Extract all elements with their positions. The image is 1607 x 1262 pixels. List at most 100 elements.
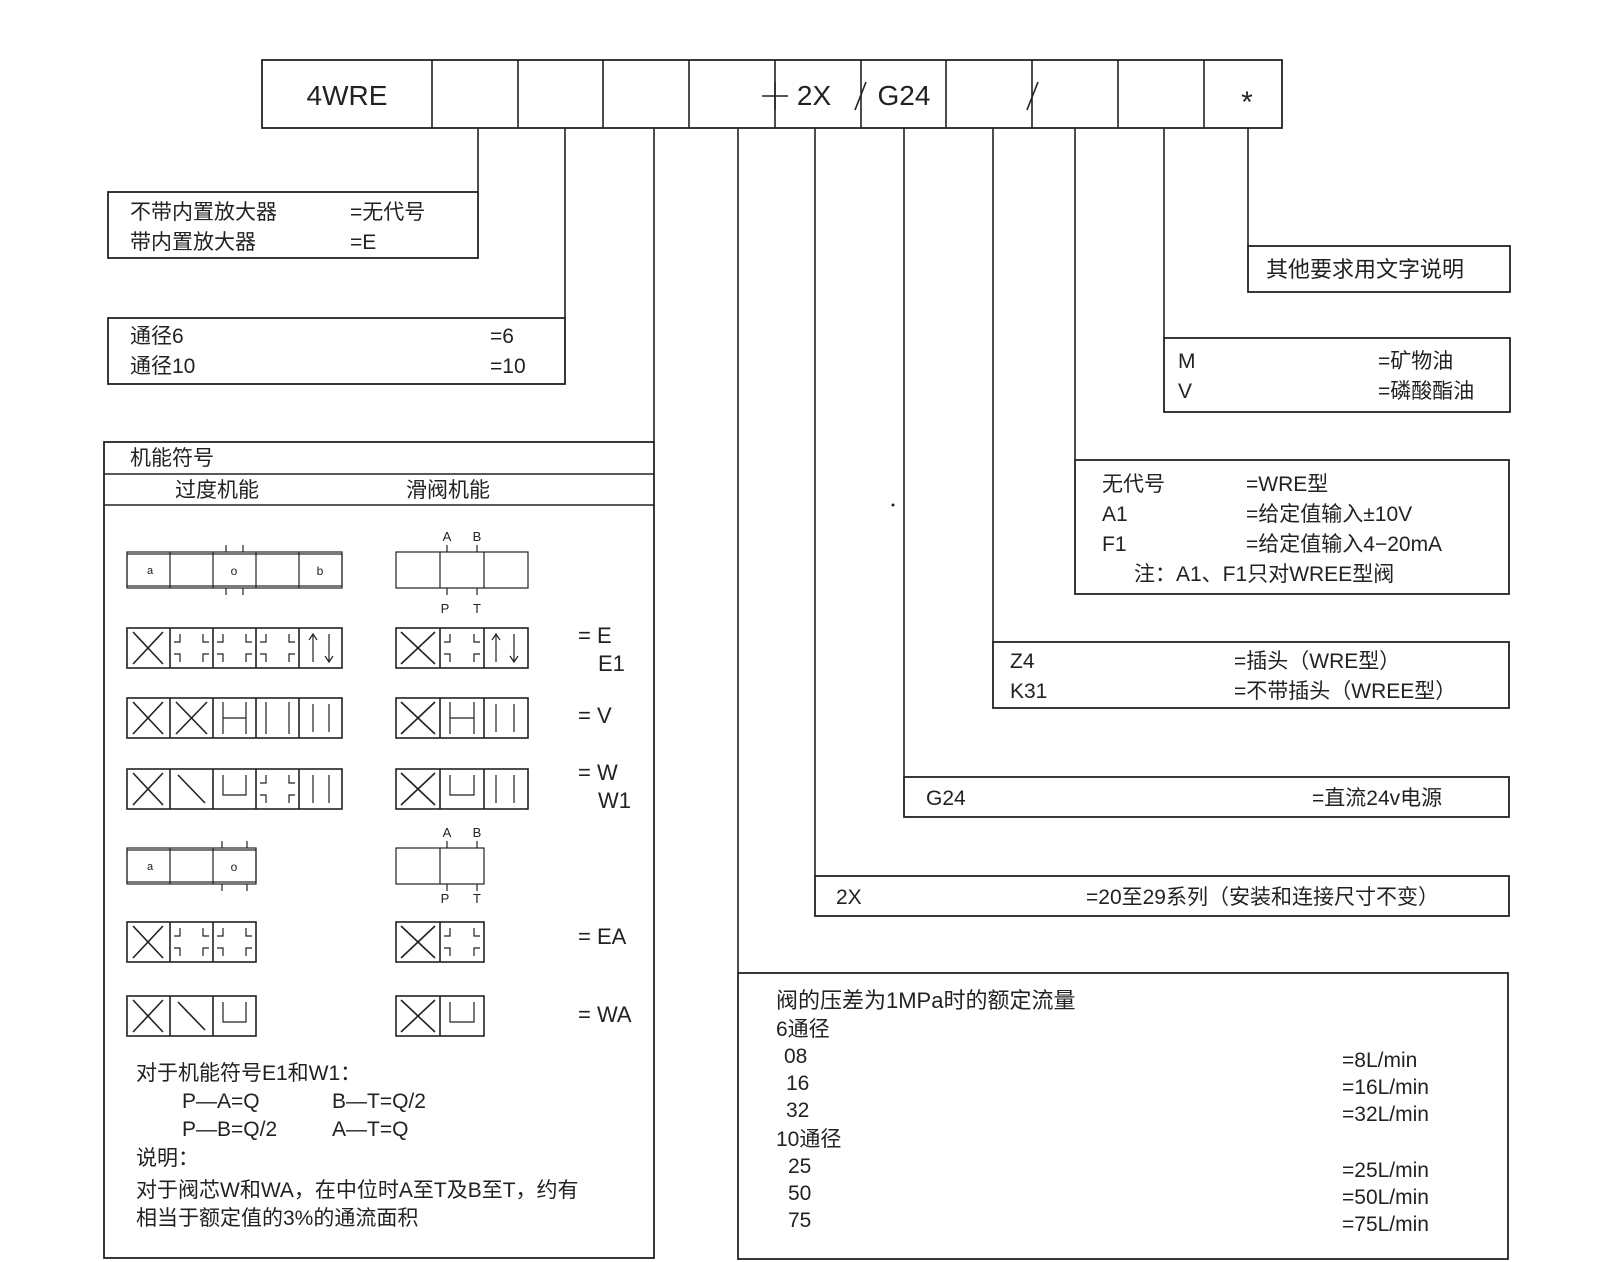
transition-frame [126,768,343,810]
throttle-connect [449,1002,475,1023]
port-label-a: A [443,529,452,544]
arrow-head [491,632,519,664]
input-value-1: =给定值输入±10V [1246,503,1412,526]
solenoid-symbol-2pos: a o [126,841,257,891]
cross-line [400,631,436,665]
throttle-connect [449,775,475,796]
power-value: =直流24v电源 [1312,787,1442,810]
plug-label-1: K31 [1010,680,1047,703]
fluid-value-0: =矿物油 [1378,350,1453,373]
port-label-p: P [441,891,450,906]
symbol-row-label-2: E1 [598,651,625,676]
symbols-note-2: B—T=Q/2 [332,1090,426,1113]
symbol-row-label-1: = EA [578,924,627,949]
input-box: 无代号 =WRE型 A1 =给定值输入±10V F1 =给定值输入4−20mA … [1074,459,1510,595]
spool-symbol-2pos: A B P T [395,825,485,906]
transition-frame [126,995,257,1037]
size-box: 通径6 =6 通径10 =10 [107,317,566,385]
sol-label-o: o [231,860,238,874]
spool-frame [395,551,529,589]
cross-line [400,999,436,1033]
leader-lines [477,128,1249,973]
cross-line [132,772,164,806]
symbols-note-4: A—T=Q [332,1118,408,1141]
throttle-connect [222,775,247,796]
input-note: 注：A1、F1只对WREE型阀 [1134,563,1394,586]
code-bar: 4WRE 2X G24 * [261,59,1283,129]
symbol-row-label-2: W1 [598,788,631,813]
blocked-port [260,775,295,803]
fluid-label-0: M [1178,350,1196,373]
blocked-port [444,634,480,662]
solenoid-inner [126,553,343,587]
symbols-note-7: 相当于额定值的3%的通流面积 [136,1207,418,1230]
cross-line [400,772,436,806]
code-cell-power: G24 [878,80,931,111]
spool-frame [395,627,529,669]
symbol-row-label-1: = WA [578,1002,632,1027]
amplifier-value-1: =E [350,231,376,254]
transition-frame [126,627,343,669]
fluid-label-1: V [1178,380,1192,403]
cross-line [132,631,164,665]
flow-box: 阀的压差为1MPa时的额定流量 6通径 08 =8L/min 16 =16L/m… [737,972,1509,1260]
blocked-port [174,634,209,662]
transition-frame [126,697,343,739]
power-box: G24 =直流24v电源 [903,776,1510,818]
symbols-box: 机能符号 过度机能 滑阀机能 a o b A [103,441,655,1259]
other-box: 其他要求用文字说明 [1247,245,1511,293]
size-value-0: =6 [490,325,514,348]
symbol-row-label-1: = E [578,623,612,648]
flow-value-1-2: =75L/min [1342,1213,1429,1236]
port-label-b: B [473,825,482,840]
blocked-port [217,928,252,956]
code-cell-other: * [1241,86,1253,119]
size-value-1: =10 [490,355,526,378]
blocked-port [444,928,480,956]
partial-connect [222,702,247,734]
code-slash [854,81,867,111]
amplifier-label-1: 带内置放大器 [130,231,256,254]
spool-frame [395,697,529,739]
sol-label-b: b [317,564,324,578]
amplifier-box-frame [107,191,479,259]
series-box-frame [814,875,1510,917]
cross-line [132,999,164,1033]
input-box-frame [1074,459,1510,595]
flow-value-0-0: =8L/min [1342,1049,1417,1072]
symbols-note-0: 对于机能符号E1和W1： [136,1062,361,1085]
symbols-note-1: P—A=Q [182,1090,260,1113]
amplifier-value-0: =无代号 [350,201,425,224]
flow-code-0-1: 16 [786,1072,809,1095]
plug-value-0: =插头（WRE型） [1234,650,1400,673]
symbols-col-spool: 滑阀机能 [406,479,490,502]
input-label-1: A1 [1102,503,1128,526]
flow-code-0-2: 32 [786,1099,809,1122]
input-label-0: 无代号 [1102,473,1165,496]
series-label: 2X [836,886,862,909]
partial-connect [449,702,475,734]
flow-code-0-0: 08 [784,1045,807,1068]
flow-group-heading-1: 10通径 [776,1128,841,1151]
symbols-note-6: 对于阀芯W和WA，在中位时A至T及B至T，约有 [136,1179,579,1202]
cross-line [400,701,436,735]
throttle-connect [222,1002,247,1023]
spool-symbol-3pos: A B P T [395,529,529,616]
flow-value-0-1: =16L/min [1342,1076,1429,1099]
amplifier-box: 不带内置放大器 =无代号 带内置放大器 =E [107,191,479,259]
diagonal-line [177,774,206,804]
flow-group-heading-0: 6通径 [776,1018,830,1041]
transition-frame [126,921,257,963]
input-label-2: F1 [1102,533,1127,556]
blocked-port [217,634,252,662]
fluid-box-frame [1163,337,1511,413]
blocked-port [174,928,209,956]
input-value-0: =WRE型 [1246,473,1328,496]
arrow-head [308,632,334,664]
flow-code-1-0: 25 [788,1155,811,1178]
plug-box: Z4 =插头（WRE型） K31 =不带插头（WREE型） [992,641,1510,709]
sol-label-a: a [147,861,154,873]
other-box-frame [1247,245,1511,293]
scan-dot [891,503,895,507]
